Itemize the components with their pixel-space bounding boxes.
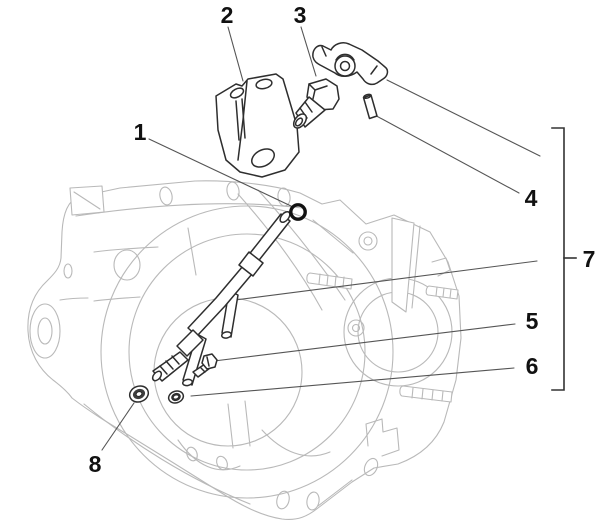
stud-icon <box>306 272 353 290</box>
part-clamp <box>312 42 389 86</box>
leader-7-upper <box>386 79 541 157</box>
part-oil-pipe <box>151 210 291 387</box>
part-threaded-union-plug <box>292 78 340 129</box>
leader-2 <box>227 26 244 82</box>
callout-label-7: 7 <box>583 246 596 272</box>
leader-5 <box>213 323 516 362</box>
group-bracket-7 <box>551 127 577 391</box>
callout-label-1: 1 <box>134 119 147 145</box>
callout-label-6: 6 <box>526 353 539 379</box>
callout-label-5: 5 <box>526 308 539 334</box>
leader-1 <box>148 138 292 207</box>
leader-7-lower <box>211 260 538 304</box>
part-washer <box>167 390 185 404</box>
leader-8 <box>101 402 135 451</box>
callout-label-4: 4 <box>525 185 538 211</box>
leader-4 <box>370 112 520 194</box>
part-sealing-washer <box>128 385 150 403</box>
part-support-bracket <box>215 73 300 178</box>
callout-label-2: 2 <box>221 2 234 28</box>
callout-label-8: 8 <box>89 451 102 477</box>
callout-labels: 1 2 3 4 5 6 7 8 <box>89 2 596 477</box>
pipe-leg-spacer <box>182 333 207 386</box>
part-bolt <box>192 353 218 378</box>
callout-label-3: 3 <box>294 2 307 28</box>
crankcase-line-art <box>27 180 462 520</box>
stud-icon <box>425 285 459 300</box>
leader-lines <box>101 26 541 451</box>
stud-icon <box>399 385 453 403</box>
leader-3 <box>300 26 317 77</box>
part-o-ring <box>289 203 307 221</box>
leader-6 <box>190 367 515 397</box>
part-pin <box>362 93 378 120</box>
